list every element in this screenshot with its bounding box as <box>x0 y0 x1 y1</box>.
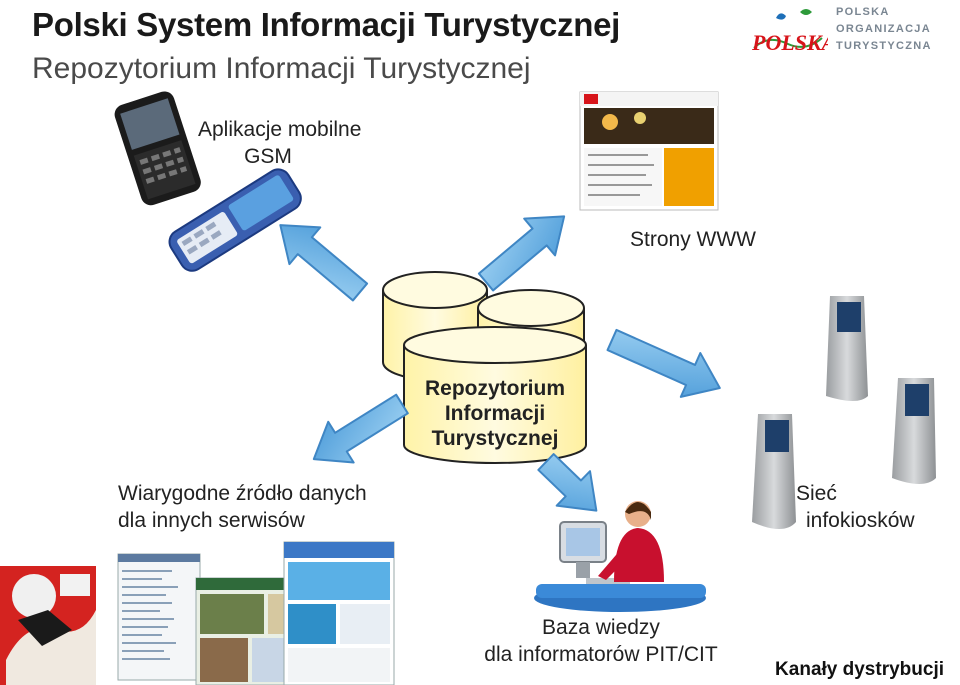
mobile-label-line-1: Aplikacje mobilne <box>198 118 362 141</box>
sources-label-line-1: Wiarygodne źródło danych <box>118 482 367 505</box>
mobile-label-line-2: GSM <box>244 145 292 168</box>
person-at-computer-icon <box>534 501 706 612</box>
arrow-icon <box>279 215 721 512</box>
polska-logo-icon: POLSKA <box>751 9 828 55</box>
logo-line-1: POLSKA <box>836 6 890 18</box>
repository-label-line-2: Informacji <box>444 402 546 425</box>
sources-label: Wiarygodne źródło danych dla innych serw… <box>118 480 367 534</box>
kiosk-icon <box>752 296 936 529</box>
logo-line-3: TURYSTYCZNA <box>836 40 932 52</box>
website-icon <box>579 91 719 211</box>
knowledge-label-line-2: dla informatorów PIT/CIT <box>484 643 718 666</box>
page-subtitle: Repozytorium Informacji Turystycznej <box>32 52 531 85</box>
repository-label: Repozytorium Informacji Turystycznej <box>408 376 582 451</box>
www-label: Strony WWW <box>630 228 756 251</box>
kiosks-label: Sieć infokiosków <box>796 480 915 534</box>
logo: POLSKA POLSKA ORGANIZACJA TURYSTYCZNA <box>748 2 953 62</box>
logo-line-2: ORGANIZACJA <box>836 23 931 35</box>
website-collage <box>117 541 395 685</box>
database-icon <box>382 271 587 464</box>
knowledge-label: Baza wiedzy dla informatorów PIT/CIT <box>478 614 724 668</box>
page-title: Polski System Informacji Turystycznej <box>32 6 621 43</box>
mobile-label: Aplikacje mobilne GSM <box>198 116 362 170</box>
repository-label-line-1: Repozytorium <box>424 377 565 400</box>
knowledge-label-line-1: Baza wiedzy <box>542 616 660 639</box>
kiosks-label-line-1: Sieć <box>796 482 837 505</box>
phone-icon <box>114 91 302 272</box>
kiosks-label-line-2: infokiosków <box>806 509 915 532</box>
poster-icon <box>0 566 96 685</box>
svg-text:POLSKA: POLSKA <box>751 30 828 55</box>
repository-label-line-3: Turystycznej <box>431 427 559 450</box>
distribution-channels-label: Kanały dystrybucji <box>775 659 944 680</box>
sources-label-line-2: dla innych serwisów <box>118 509 305 532</box>
